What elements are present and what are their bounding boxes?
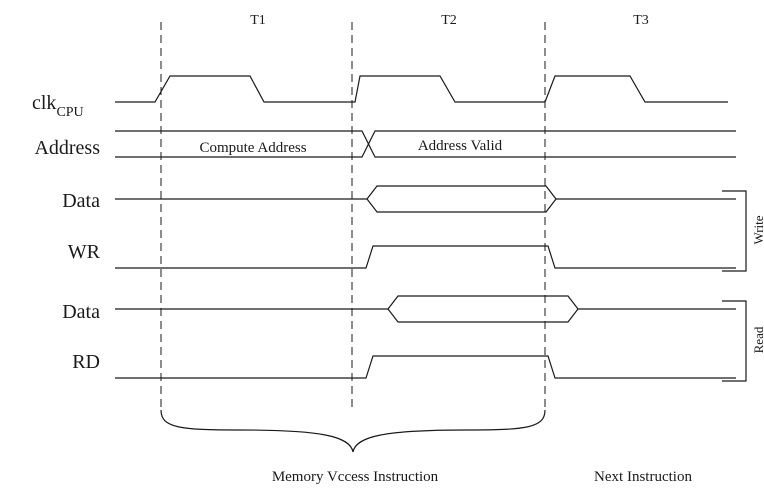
- read-bracket: [722, 300, 747, 382]
- clk-cpu-waveform: [115, 75, 728, 103]
- signal-address-label: Address: [34, 137, 100, 159]
- period-label-t1: T1: [250, 13, 266, 28]
- signal-rd-label: RD: [72, 351, 100, 373]
- signal-data-write-label: Data: [62, 190, 100, 212]
- data-write-waveform: [115, 185, 736, 213]
- address-valid-label: Address Valid: [418, 138, 503, 154]
- next-instruction-label: Next Instruction: [594, 469, 692, 485]
- rd-waveform: [115, 355, 736, 379]
- memory-access-brace: [160, 409, 546, 453]
- period-label-t3: T3: [633, 13, 649, 28]
- signal-wr-label: WR: [68, 241, 101, 263]
- compute-address-label: Compute Address: [199, 140, 306, 156]
- address-bus-waveform: [115, 130, 736, 158]
- data-read-waveform: [115, 295, 736, 323]
- period-label-t2: T2: [441, 13, 457, 28]
- signal-clk-cpu-label: clkCPU: [32, 92, 84, 120]
- read-group-label: Read: [751, 326, 764, 353]
- wr-waveform: [115, 245, 736, 269]
- signal-data-read-label: Data: [62, 301, 100, 323]
- write-bracket: [722, 190, 747, 272]
- memory-access-label: Memory Vccess Instruction: [272, 469, 439, 485]
- write-group-label: Write: [751, 215, 764, 244]
